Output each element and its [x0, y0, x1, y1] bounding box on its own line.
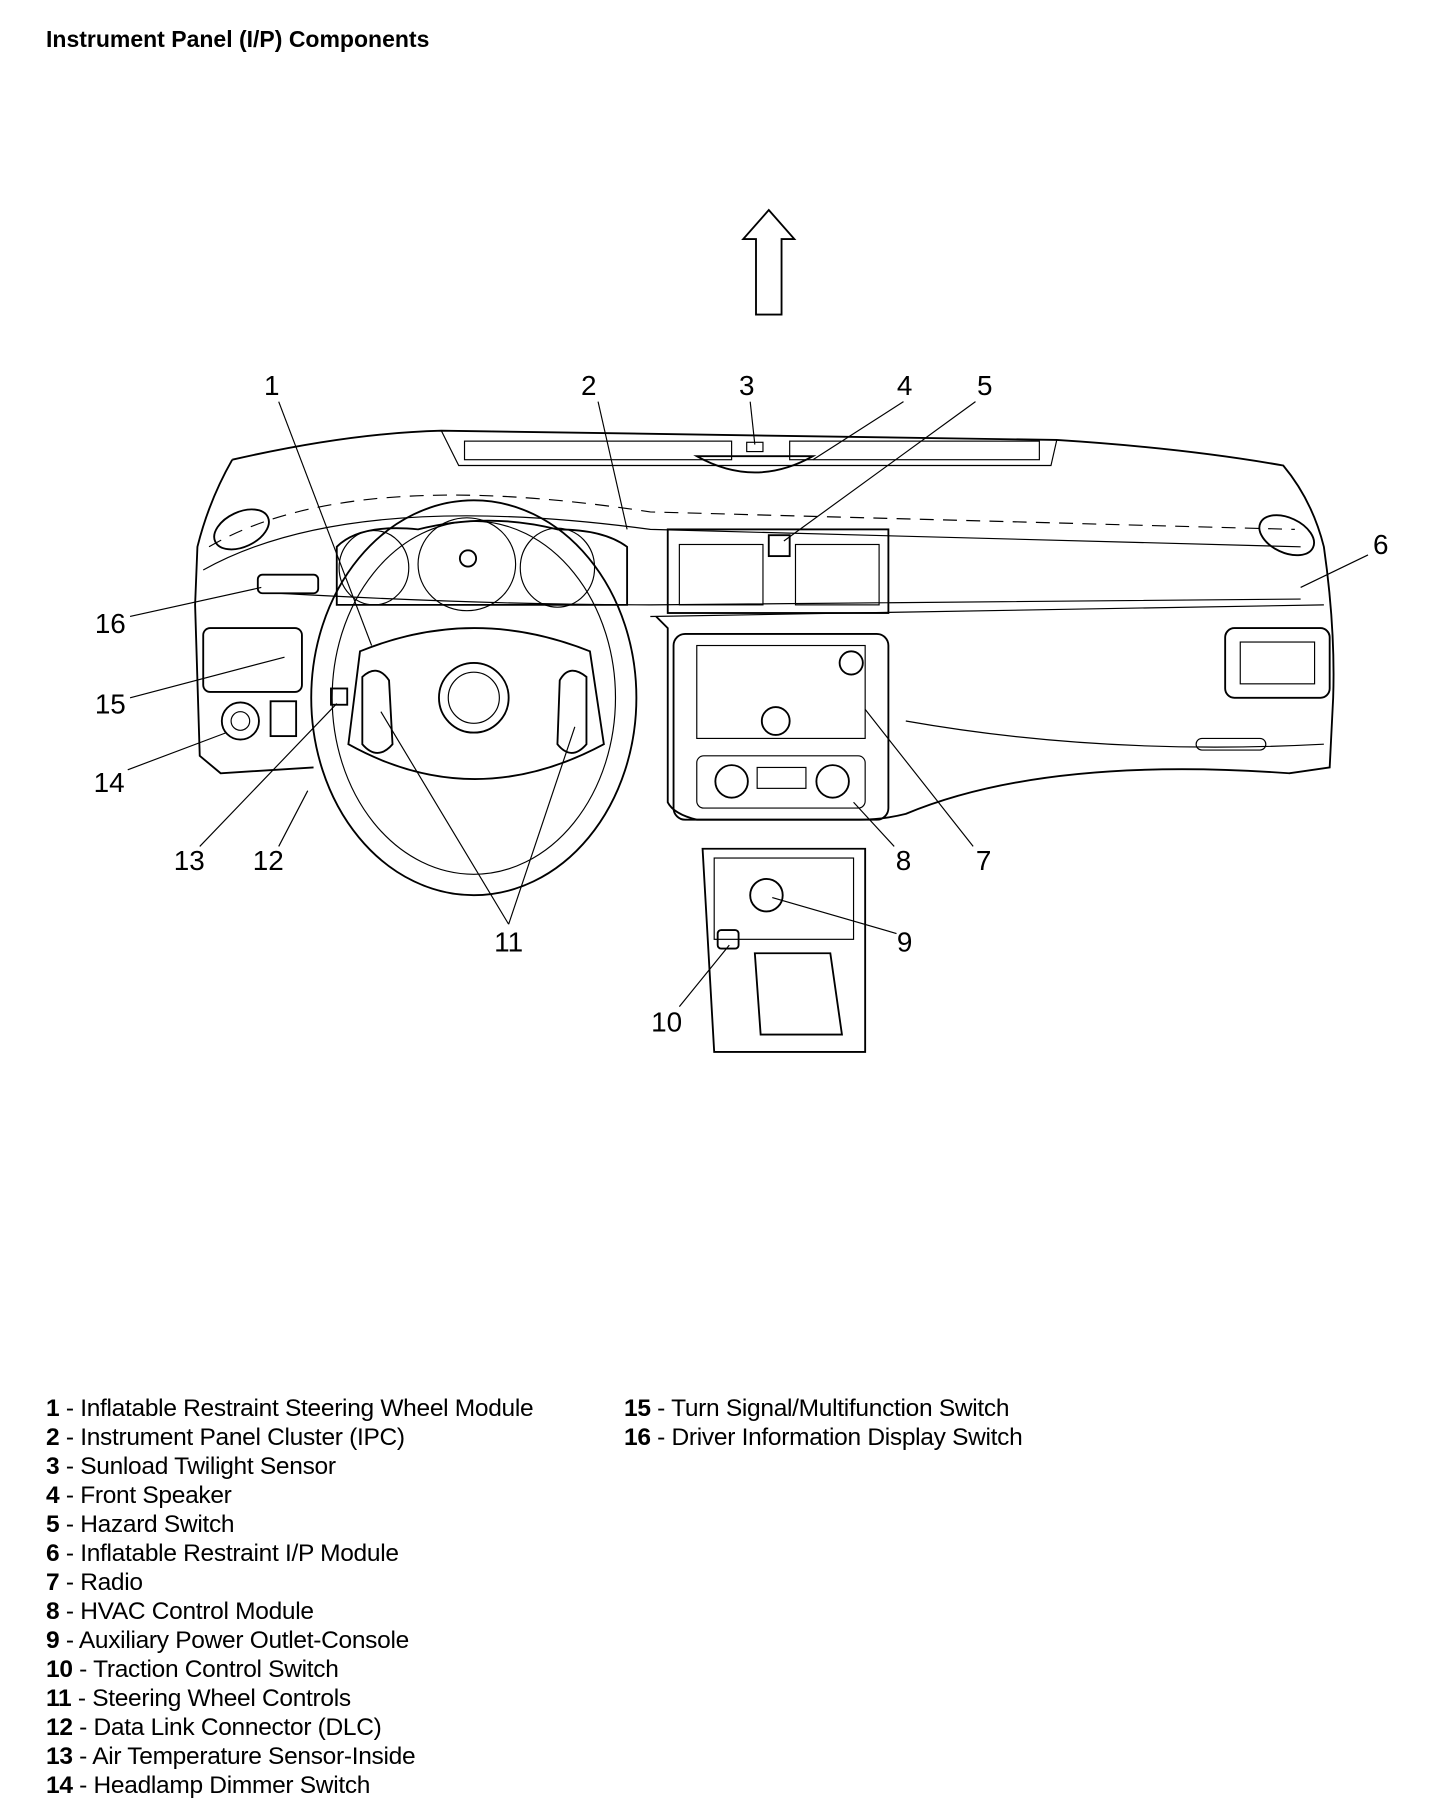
dashboard-outline — [194, 429, 1335, 1053]
legend-item: 9 - Auxiliary Power Outlet-Console — [46, 1626, 533, 1655]
leader-lines — [127, 401, 1369, 1008]
legend-number: 5 — [46, 1511, 60, 1538]
legend-item: 4 - Front Speaker — [46, 1481, 533, 1510]
callout-16: 16 — [95, 608, 126, 639]
legend-label: Traction Control Switch — [93, 1656, 339, 1683]
legend-separator: - — [59, 1540, 81, 1567]
legend-item: 14 - Headlamp Dimmer Switch — [46, 1771, 533, 1800]
legend-number: 11 — [46, 1685, 72, 1712]
legend-label: Air Temperature Sensor-Inside — [92, 1743, 416, 1770]
legend-item: 5 - Hazard Switch — [46, 1510, 533, 1539]
legend-label: Instrument Panel Cluster (IPC) — [80, 1424, 405, 1451]
legend-label: Inflatable Restraint Steering Wheel Modu… — [80, 1395, 534, 1422]
callout-6: 6 — [1373, 529, 1389, 560]
callout-15: 15 — [95, 688, 126, 719]
legend-label: Sunload Twilight Sensor — [80, 1453, 336, 1480]
legend-separator: - — [72, 1656, 94, 1683]
legend-label: Hazard Switch — [80, 1511, 235, 1538]
legend-item: 10 - Traction Control Switch — [46, 1655, 533, 1684]
legend-label: Radio — [80, 1569, 143, 1596]
callout-11: 11 — [494, 926, 523, 957]
legend-item: 15 - Turn Signal/Multifunction Switch — [624, 1394, 1022, 1423]
legend-item: 3 - Sunload Twilight Sensor — [46, 1452, 533, 1481]
legend-number: 14 — [46, 1772, 73, 1799]
legend-number: 4 — [46, 1482, 60, 1509]
callout-5: 5 — [977, 370, 993, 401]
callout-3: 3 — [739, 370, 755, 401]
legend-number: 9 — [46, 1627, 60, 1654]
legend-number: 6 — [46, 1540, 60, 1567]
legend-label: Turn Signal/Multifunction Switch — [671, 1395, 1010, 1422]
legend-separator: - — [59, 1569, 81, 1596]
legend-separator: - — [71, 1685, 93, 1712]
legend-label: Front Speaker — [80, 1482, 232, 1509]
legend-column-left: 1 - Inflatable Restraint Steering Wheel … — [46, 1394, 534, 1800]
legend-separator: - — [59, 1627, 79, 1654]
legend-label: Inflatable Restraint I/P Module — [80, 1540, 399, 1567]
callout-4: 4 — [897, 370, 913, 401]
legend-number: 13 — [46, 1743, 73, 1770]
legend-separator: - — [650, 1395, 672, 1422]
legend-separator: - — [72, 1743, 93, 1770]
callout-12: 12 — [253, 845, 284, 876]
callout-10: 10 — [651, 1006, 682, 1037]
legend-separator: - — [59, 1511, 81, 1538]
callout-2: 2 — [581, 370, 597, 401]
callout-7: 7 — [976, 845, 992, 876]
legend-label: HVAC Control Module — [80, 1598, 314, 1625]
legend-separator: - — [59, 1598, 81, 1625]
legend-item: 11 - Steering Wheel Controls — [46, 1684, 533, 1713]
legend-item: 13 - Air Temperature Sensor-Inside — [46, 1742, 533, 1771]
legend-number: 3 — [46, 1453, 60, 1480]
legend-separator: - — [59, 1482, 81, 1509]
legend-number: 7 — [46, 1569, 60, 1596]
legend-item: 7 - Radio — [46, 1568, 533, 1597]
legend-item: 16 - Driver Information Display Switch — [624, 1423, 1023, 1452]
legend-separator: - — [59, 1453, 81, 1480]
callout-8: 8 — [896, 845, 912, 876]
legend-label: Driver Information Display Switch — [671, 1424, 1023, 1451]
legend-item: 1 - Inflatable Restraint Steering Wheel … — [46, 1394, 534, 1423]
forward-arrow-icon — [741, 208, 797, 316]
callout-1: 1 — [264, 370, 280, 401]
legend-item: 8 - HVAC Control Module — [46, 1597, 533, 1626]
legend-label: Data Link Connector (DLC) — [93, 1714, 382, 1741]
callout-14: 14 — [94, 767, 125, 798]
legend-separator: - — [72, 1714, 94, 1741]
legend-number: 16 — [624, 1424, 651, 1451]
legend-label: Auxiliary Power Outlet-Console — [78, 1627, 409, 1654]
legend-number: 8 — [46, 1598, 60, 1625]
legend-item: 6 - Inflatable Restraint I/P Module — [46, 1539, 533, 1568]
legend-separator: - — [72, 1772, 94, 1799]
legend-item: 2 - Instrument Panel Cluster (IPC) — [46, 1423, 533, 1452]
legend-item: 12 - Data Link Connector (DLC) — [46, 1713, 533, 1742]
legend-number: 15 — [624, 1395, 651, 1422]
legend-separator: - — [59, 1395, 81, 1422]
legend-label: Headlamp Dimmer Switch — [93, 1772, 371, 1799]
callout-9: 9 — [897, 926, 913, 957]
legend-separator: - — [650, 1424, 672, 1451]
page-title: Instrument Panel (I/P) Components — [46, 26, 430, 52]
legend-number: 2 — [46, 1424, 60, 1451]
legend-label: Steering Wheel Controls — [92, 1685, 351, 1712]
legend-number: 1 — [46, 1395, 60, 1422]
callout-13: 13 — [174, 845, 205, 876]
legend-number: 10 — [46, 1656, 73, 1683]
legend-separator: - — [59, 1424, 81, 1451]
legend-number: 12 — [46, 1714, 73, 1741]
